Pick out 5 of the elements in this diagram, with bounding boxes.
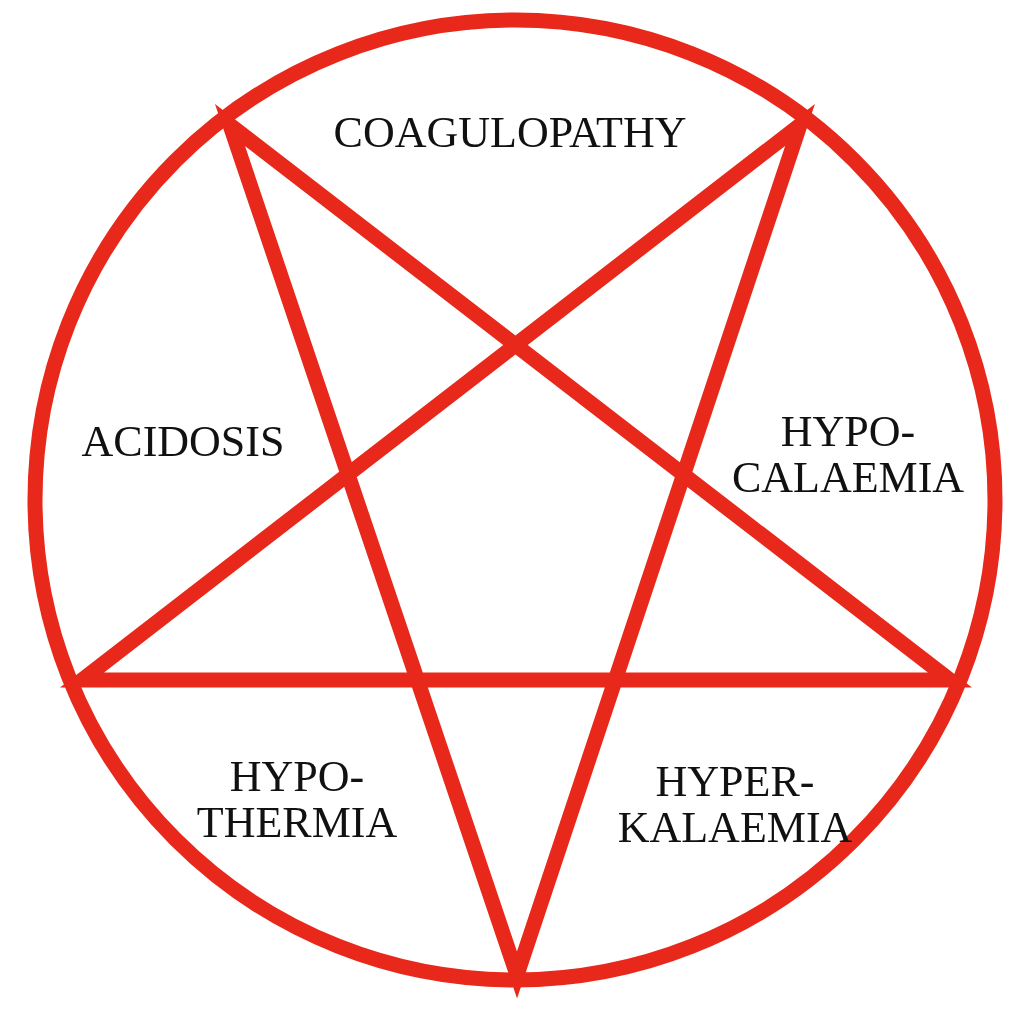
region-label: ACIDOSIS — [81, 418, 285, 466]
region-label: COAGULOPATHY — [333, 109, 687, 157]
region-label: HYPER- KALAEMIA — [617, 758, 853, 852]
region-label: HYPO- THERMIA — [196, 753, 398, 847]
region-label: HYPO- CALAEMIA — [731, 408, 965, 502]
